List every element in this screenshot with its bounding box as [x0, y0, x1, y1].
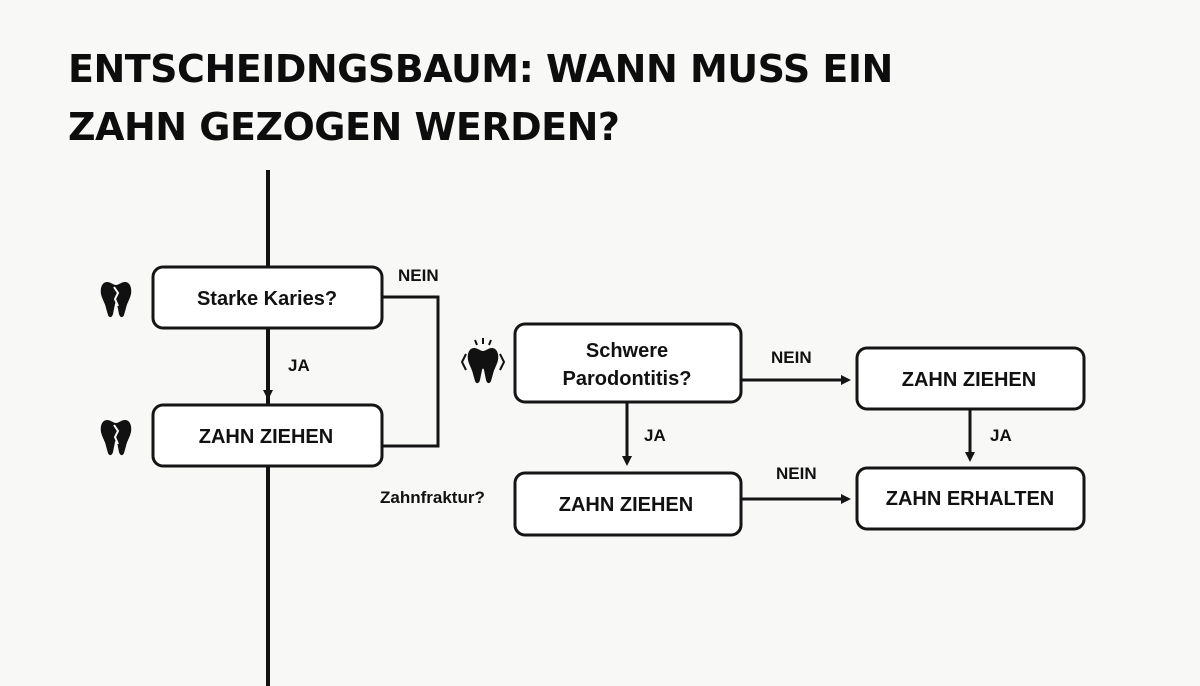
caries-yes-label: JA: [288, 356, 310, 375]
tooth-icon: [100, 420, 132, 456]
title-line-1: ENTSCHEIDNGSBAUM: WANN MUSS EIN: [68, 47, 893, 91]
extract-tooth-middle-label: ZAHN ZIEHEN: [559, 494, 693, 516]
perio-no-label: NEIN: [771, 348, 812, 367]
title-line-2: ZAHN GEZOGEN WERDEN?: [68, 105, 620, 149]
periodontitis-question-line-2: Parodontitis?: [563, 368, 692, 390]
extract-tooth-right-top-box: ZAHN ZIEHEN: [855, 346, 1086, 411]
caries-no-connector: [382, 295, 440, 448]
tooth-icon: [100, 282, 132, 318]
perio-yes-label: JA: [644, 426, 666, 445]
keep-tooth-box: ZAHN ERHALTEN: [855, 466, 1086, 531]
extract-tooth-middle-box: ZAHN ZIEHEN: [513, 471, 743, 537]
extract-tooth-right-top-label: ZAHN ZIEHEN: [902, 369, 1036, 391]
caries-no-label: NEIN: [398, 266, 439, 285]
keep-tooth-label: ZAHN ERHALTEN: [886, 488, 1055, 510]
extract-tooth-left-box: ZAHN ZIEHEN: [151, 403, 384, 468]
periodontitis-question-line-1: Schwere: [586, 340, 668, 362]
middle-no-label: NEIN: [776, 464, 817, 483]
periodontitis-question-box: Schwere Parodontitis?: [513, 322, 743, 404]
diagram-title: ENTSCHEIDNGSBAUM: WANN MUSS EIN ZAHN GEZ…: [68, 40, 1068, 156]
caries-question-box: Starke Karies?: [151, 265, 384, 330]
wobbly-tooth-icon: [460, 338, 506, 384]
right-yes-label: JA: [990, 426, 1012, 445]
extract-tooth-left-label: ZAHN ZIEHEN: [199, 426, 333, 448]
caries-question-label: Starke Karies?: [197, 288, 337, 310]
fracture-question-label: Zahnfraktur?: [380, 488, 485, 507]
